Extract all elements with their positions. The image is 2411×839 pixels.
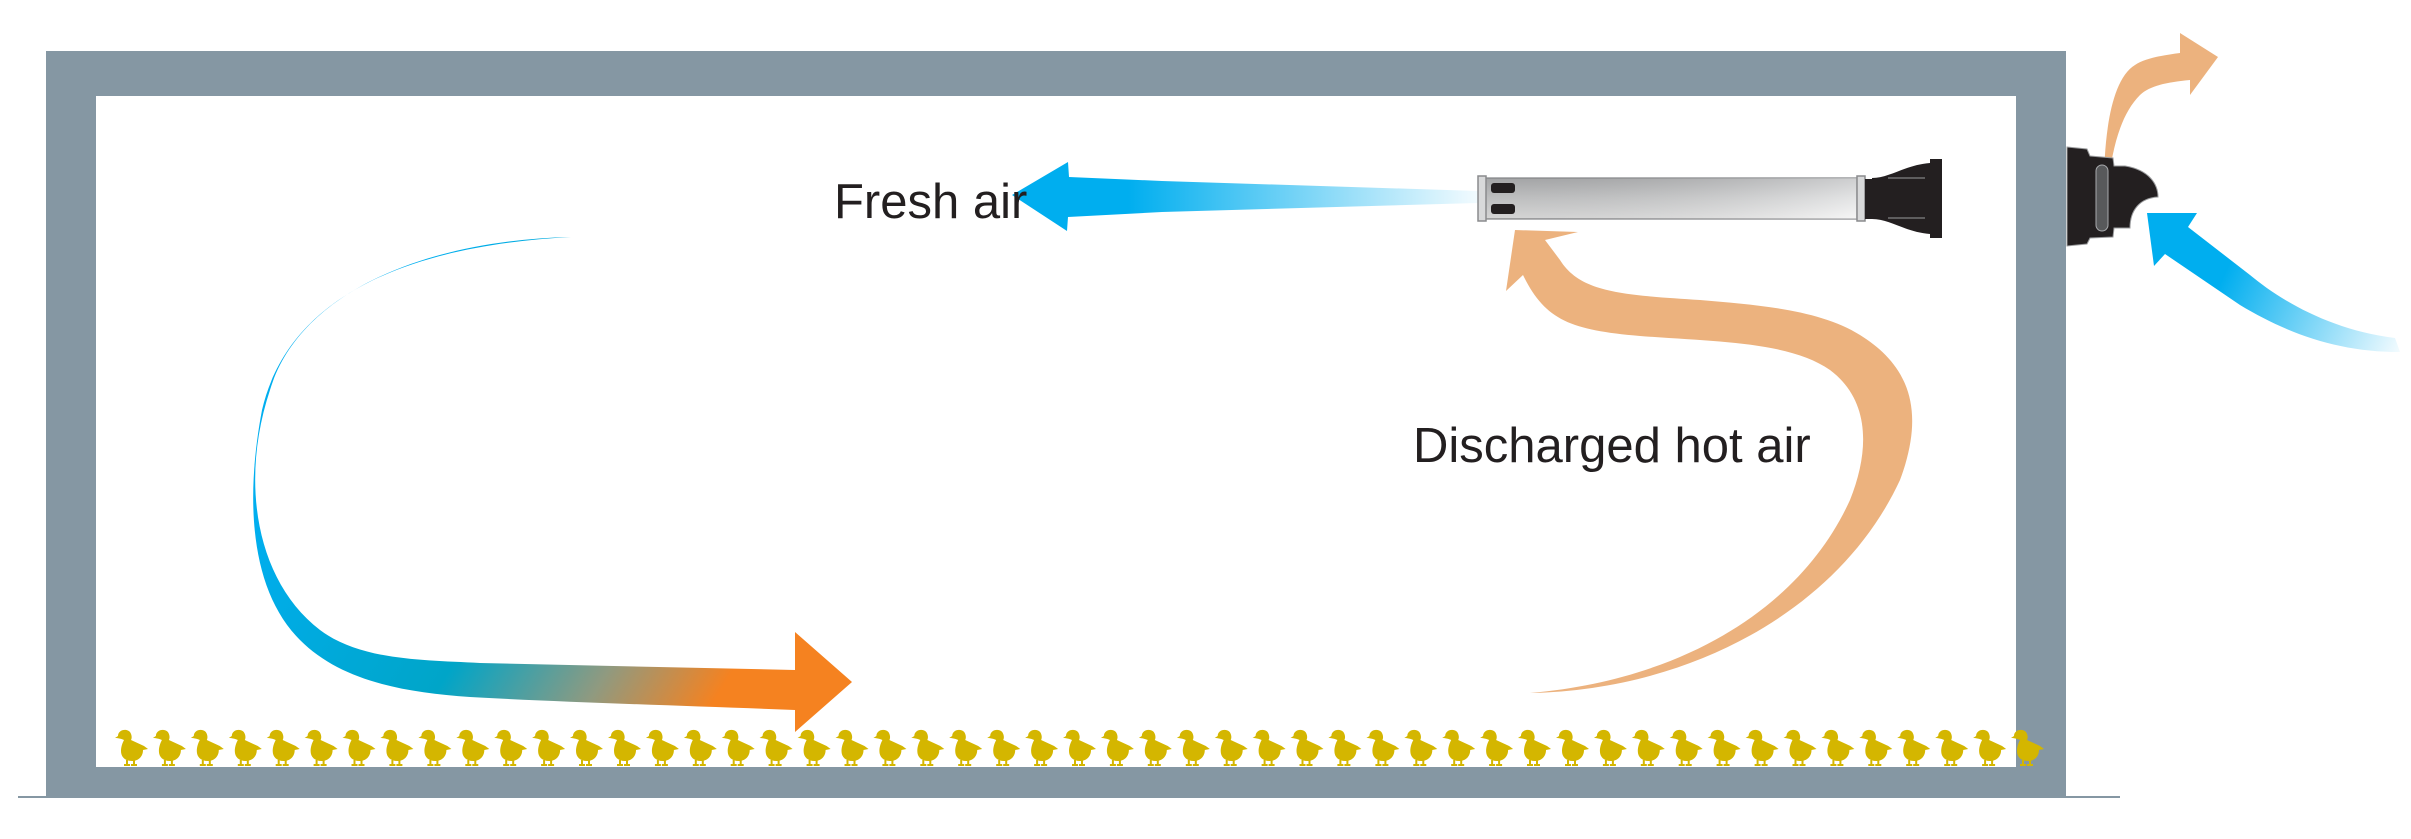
wall-top	[46, 51, 2066, 96]
unit-tube-shade	[1485, 178, 1857, 219]
chick-icon	[228, 729, 262, 766]
chick-icon	[645, 729, 679, 766]
chick-icon	[1442, 729, 1476, 766]
chick-icon	[1025, 729, 1059, 766]
chick-icon	[608, 729, 641, 766]
ventilation-unit	[1477, 146, 2159, 247]
chick-icon	[721, 729, 755, 766]
chick-icon	[1783, 729, 1817, 766]
chick-icon	[683, 729, 717, 766]
chick-icon	[835, 729, 869, 766]
chick-icon	[911, 729, 945, 766]
chick-icon	[1518, 729, 1551, 766]
chick-icon	[1556, 729, 1589, 766]
recirculation-arrow	[253, 237, 852, 732]
chick-icon	[380, 729, 414, 766]
wall-left	[46, 51, 96, 798]
chick-icon	[1707, 729, 1741, 766]
unit-end-cap-right	[1856, 175, 1866, 222]
chick-icon	[1821, 729, 1855, 766]
unit-grille-slot-icon	[1491, 183, 1515, 193]
chick-icon	[152, 729, 186, 766]
chick-icon	[1745, 729, 1779, 766]
chick-icon	[532, 729, 566, 766]
unit-grille-slot-icon	[1491, 204, 1515, 214]
floor	[46, 767, 2066, 798]
chick-icon	[266, 729, 300, 766]
wall-right	[2016, 51, 2066, 798]
chick-icon	[115, 729, 148, 766]
chick-icon	[1480, 729, 1514, 766]
chick-icon	[1290, 729, 1324, 766]
chick-icon	[1100, 729, 1134, 766]
building-walls	[18, 51, 2120, 798]
chick-icon	[873, 729, 907, 766]
outside-exhaust-arrow	[2104, 33, 2218, 186]
chick-icon	[1859, 729, 1893, 766]
unit-outer-hood	[2066, 146, 2159, 247]
chick-icon	[797, 729, 831, 766]
fresh-air-label: Fresh air	[834, 175, 1027, 229]
chick-icon	[190, 729, 224, 766]
chick-icon	[949, 729, 983, 766]
chick-icon	[759, 729, 793, 766]
hot-air-return-arrow	[1506, 230, 1913, 693]
fresh-air-arrow	[1012, 162, 1478, 231]
chick-icon	[342, 729, 376, 766]
chick-icon	[1252, 729, 1286, 766]
ground-line	[18, 796, 2120, 798]
chick-icon	[1631, 729, 1665, 766]
chick-icon	[456, 729, 490, 766]
chick-icon	[1214, 729, 1248, 766]
chick-icon	[418, 729, 452, 766]
chick-icon	[1593, 729, 1627, 766]
chick-icon	[987, 729, 1021, 766]
chick-icon	[1897, 729, 1931, 766]
unit-end-cap-left	[1477, 175, 1487, 222]
chicks-row	[115, 729, 2044, 766]
chick-icon	[1138, 729, 1172, 766]
chick-icon	[1973, 729, 2007, 766]
chick-icon	[570, 729, 603, 766]
chick-icon	[304, 729, 338, 766]
chick-icon	[1176, 729, 1210, 766]
chick-icon	[1935, 729, 1969, 766]
outside-intake-arrow	[2147, 213, 2400, 352]
chick-icon	[494, 729, 528, 766]
chick-icon	[1063, 729, 1096, 766]
chick-icon	[1366, 729, 1400, 766]
unit-nozzle	[1865, 159, 1942, 238]
unit-window	[2095, 164, 2109, 232]
chick-icon	[1669, 729, 1703, 766]
chick-icon	[1328, 729, 1362, 766]
chick-icon	[1404, 729, 1438, 766]
discharged-hot-air-label: Discharged hot air	[1413, 419, 1811, 473]
